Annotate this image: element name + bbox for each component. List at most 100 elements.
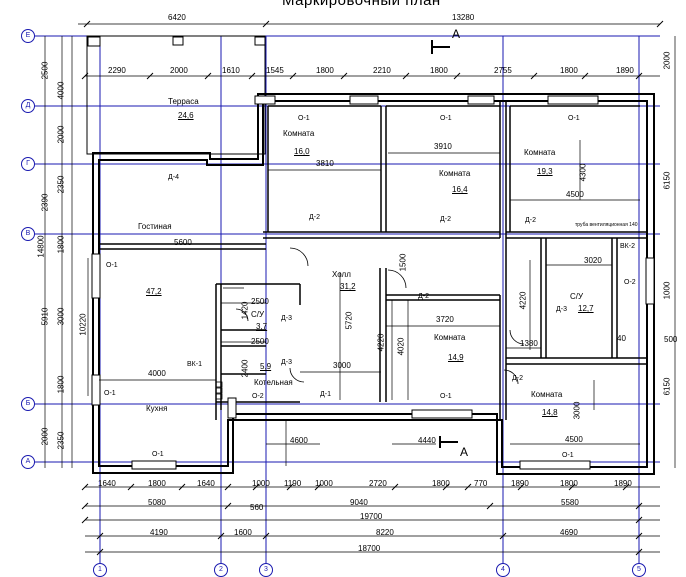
- section-marks: [431, 40, 458, 448]
- axis-bubble-a: А: [21, 455, 35, 469]
- axis-bubble-4: 4: [496, 563, 510, 577]
- dim-inner: 4500: [565, 435, 583, 444]
- room-area: 5,9: [260, 362, 272, 371]
- room-area: 14,8: [542, 408, 558, 417]
- dim-bottom-row4: 4690: [560, 528, 578, 537]
- dim-inner: 3910: [434, 142, 452, 151]
- mark-d2: Д-2: [525, 217, 536, 224]
- room-name: С/У: [251, 310, 265, 319]
- room-area: 16,4: [452, 185, 468, 194]
- mark-d2: Д-2: [512, 375, 523, 382]
- room-area: 14,9: [448, 353, 464, 362]
- dim-bottom: 1190: [284, 479, 302, 488]
- dim-inner: 2500: [251, 337, 269, 346]
- dim-top-chain: 1890: [616, 66, 634, 75]
- dim-inner: 4000: [148, 369, 166, 378]
- axis-bubble-e: Е: [21, 29, 35, 43]
- dim-left: 2000: [40, 427, 50, 446]
- mark-d3: Д-3: [556, 306, 567, 313]
- drawing-title: Маркировочный план: [282, 0, 441, 9]
- room-name: С/У: [570, 292, 584, 301]
- interior-walls: [99, 101, 647, 420]
- dim-top-chain: 2000: [170, 66, 188, 75]
- dim-inner: 2400: [240, 359, 250, 378]
- dimension-lines: [44, 23, 676, 553]
- axis-bubble-3: 3: [259, 563, 273, 577]
- dim-inner: 40: [617, 334, 626, 343]
- room-name: Комната: [531, 390, 563, 399]
- mark-o2: О-2: [624, 279, 636, 286]
- dimension-ticks: [81, 20, 664, 556]
- mark-vk1: ВК-1: [187, 361, 202, 368]
- axis-bubble-1: 1: [93, 563, 107, 577]
- dim-top-chain: 2210: [373, 66, 391, 75]
- dim-bottom-row3: 19700: [360, 512, 383, 521]
- dim-top-chain: 1610: [222, 66, 240, 75]
- room-name: Комната: [434, 333, 466, 342]
- dim-inner: 4300: [578, 163, 588, 182]
- mark-d3: Д-3: [281, 315, 292, 322]
- dim-inner: 3720: [436, 315, 454, 324]
- mark-o1: О-1: [440, 115, 452, 122]
- dim-bottom: 2720: [369, 479, 387, 488]
- room-area: 31,2: [340, 282, 356, 291]
- dim-right: 1000: [662, 281, 672, 300]
- room-area: 19,3: [537, 167, 553, 176]
- dim-top-chain: 1800: [430, 66, 448, 75]
- dim-inner: 3000: [333, 361, 351, 370]
- dim-bottom: 1640: [197, 479, 215, 488]
- dim-inner: 5720: [344, 311, 354, 330]
- axis-bubble-v: В: [21, 227, 35, 241]
- dim-left-inner: 10220: [78, 313, 88, 336]
- room-name: Терраса: [168, 97, 199, 106]
- terrace-outline: [86, 35, 266, 155]
- dim-top-chain: 2290: [108, 66, 126, 75]
- dim-left: 2350: [56, 175, 66, 194]
- dim-left: 4000: [56, 81, 66, 100]
- room-name: Гостиная: [138, 222, 172, 231]
- dim-top-overall-left: 6420: [168, 13, 186, 22]
- dim-left: 2350: [56, 431, 66, 450]
- dim-bottom-row5: 18700: [358, 544, 381, 553]
- room-name: Комната: [524, 148, 556, 157]
- dim-right: 6150: [662, 171, 672, 190]
- dim-left: 3000: [56, 307, 66, 326]
- section-mark-top: А: [452, 27, 461, 41]
- dim-bottom-row2: 5580: [561, 498, 579, 507]
- room-area: 24,6: [178, 111, 194, 120]
- door-swings: [223, 237, 525, 385]
- room-name: Комната: [439, 169, 471, 178]
- dim-bottom: 770: [474, 479, 488, 488]
- dim-bottom-row2: 9040: [350, 498, 368, 507]
- dim-bottom-row4: 8220: [376, 528, 394, 537]
- dim-bottom: 1800: [148, 479, 166, 488]
- dim-left: 2000: [56, 125, 66, 144]
- mark-o1: О-1: [152, 451, 164, 458]
- dim-bottom-row2: 5080: [148, 498, 166, 507]
- dim-inner: 1500: [398, 253, 408, 272]
- dim-bottom: 1640: [98, 479, 116, 488]
- room-name: Котельная: [254, 378, 293, 387]
- room-area: 12,7: [578, 304, 594, 313]
- boiler-vents: [215, 381, 223, 400]
- mark-o1: О-1: [562, 452, 574, 459]
- mark-o1: О-1: [298, 115, 310, 122]
- dim-inner: 3000: [572, 401, 582, 420]
- axis-bubble-b: Б: [21, 397, 35, 411]
- axis-grid: [28, 35, 660, 568]
- dim-bottom-row2b: 560: [250, 503, 264, 512]
- mark-o2: О-2: [252, 393, 264, 400]
- dim-inner: 4600: [290, 436, 308, 445]
- room-area: 3,7: [256, 322, 268, 331]
- dim-inner: 4020: [396, 337, 406, 356]
- dim-left: 1800: [56, 375, 66, 394]
- dim-inner: 3020: [584, 256, 602, 265]
- dim-bottom: 1890: [511, 479, 529, 488]
- dim-left: 5910: [40, 307, 50, 326]
- mark-o1: О-1: [106, 262, 118, 269]
- mark-d2: Д-2: [418, 293, 429, 300]
- dim-inner: 5600: [174, 238, 192, 247]
- dim-inner: 4220: [518, 291, 528, 310]
- dim-left: 2390: [40, 193, 50, 212]
